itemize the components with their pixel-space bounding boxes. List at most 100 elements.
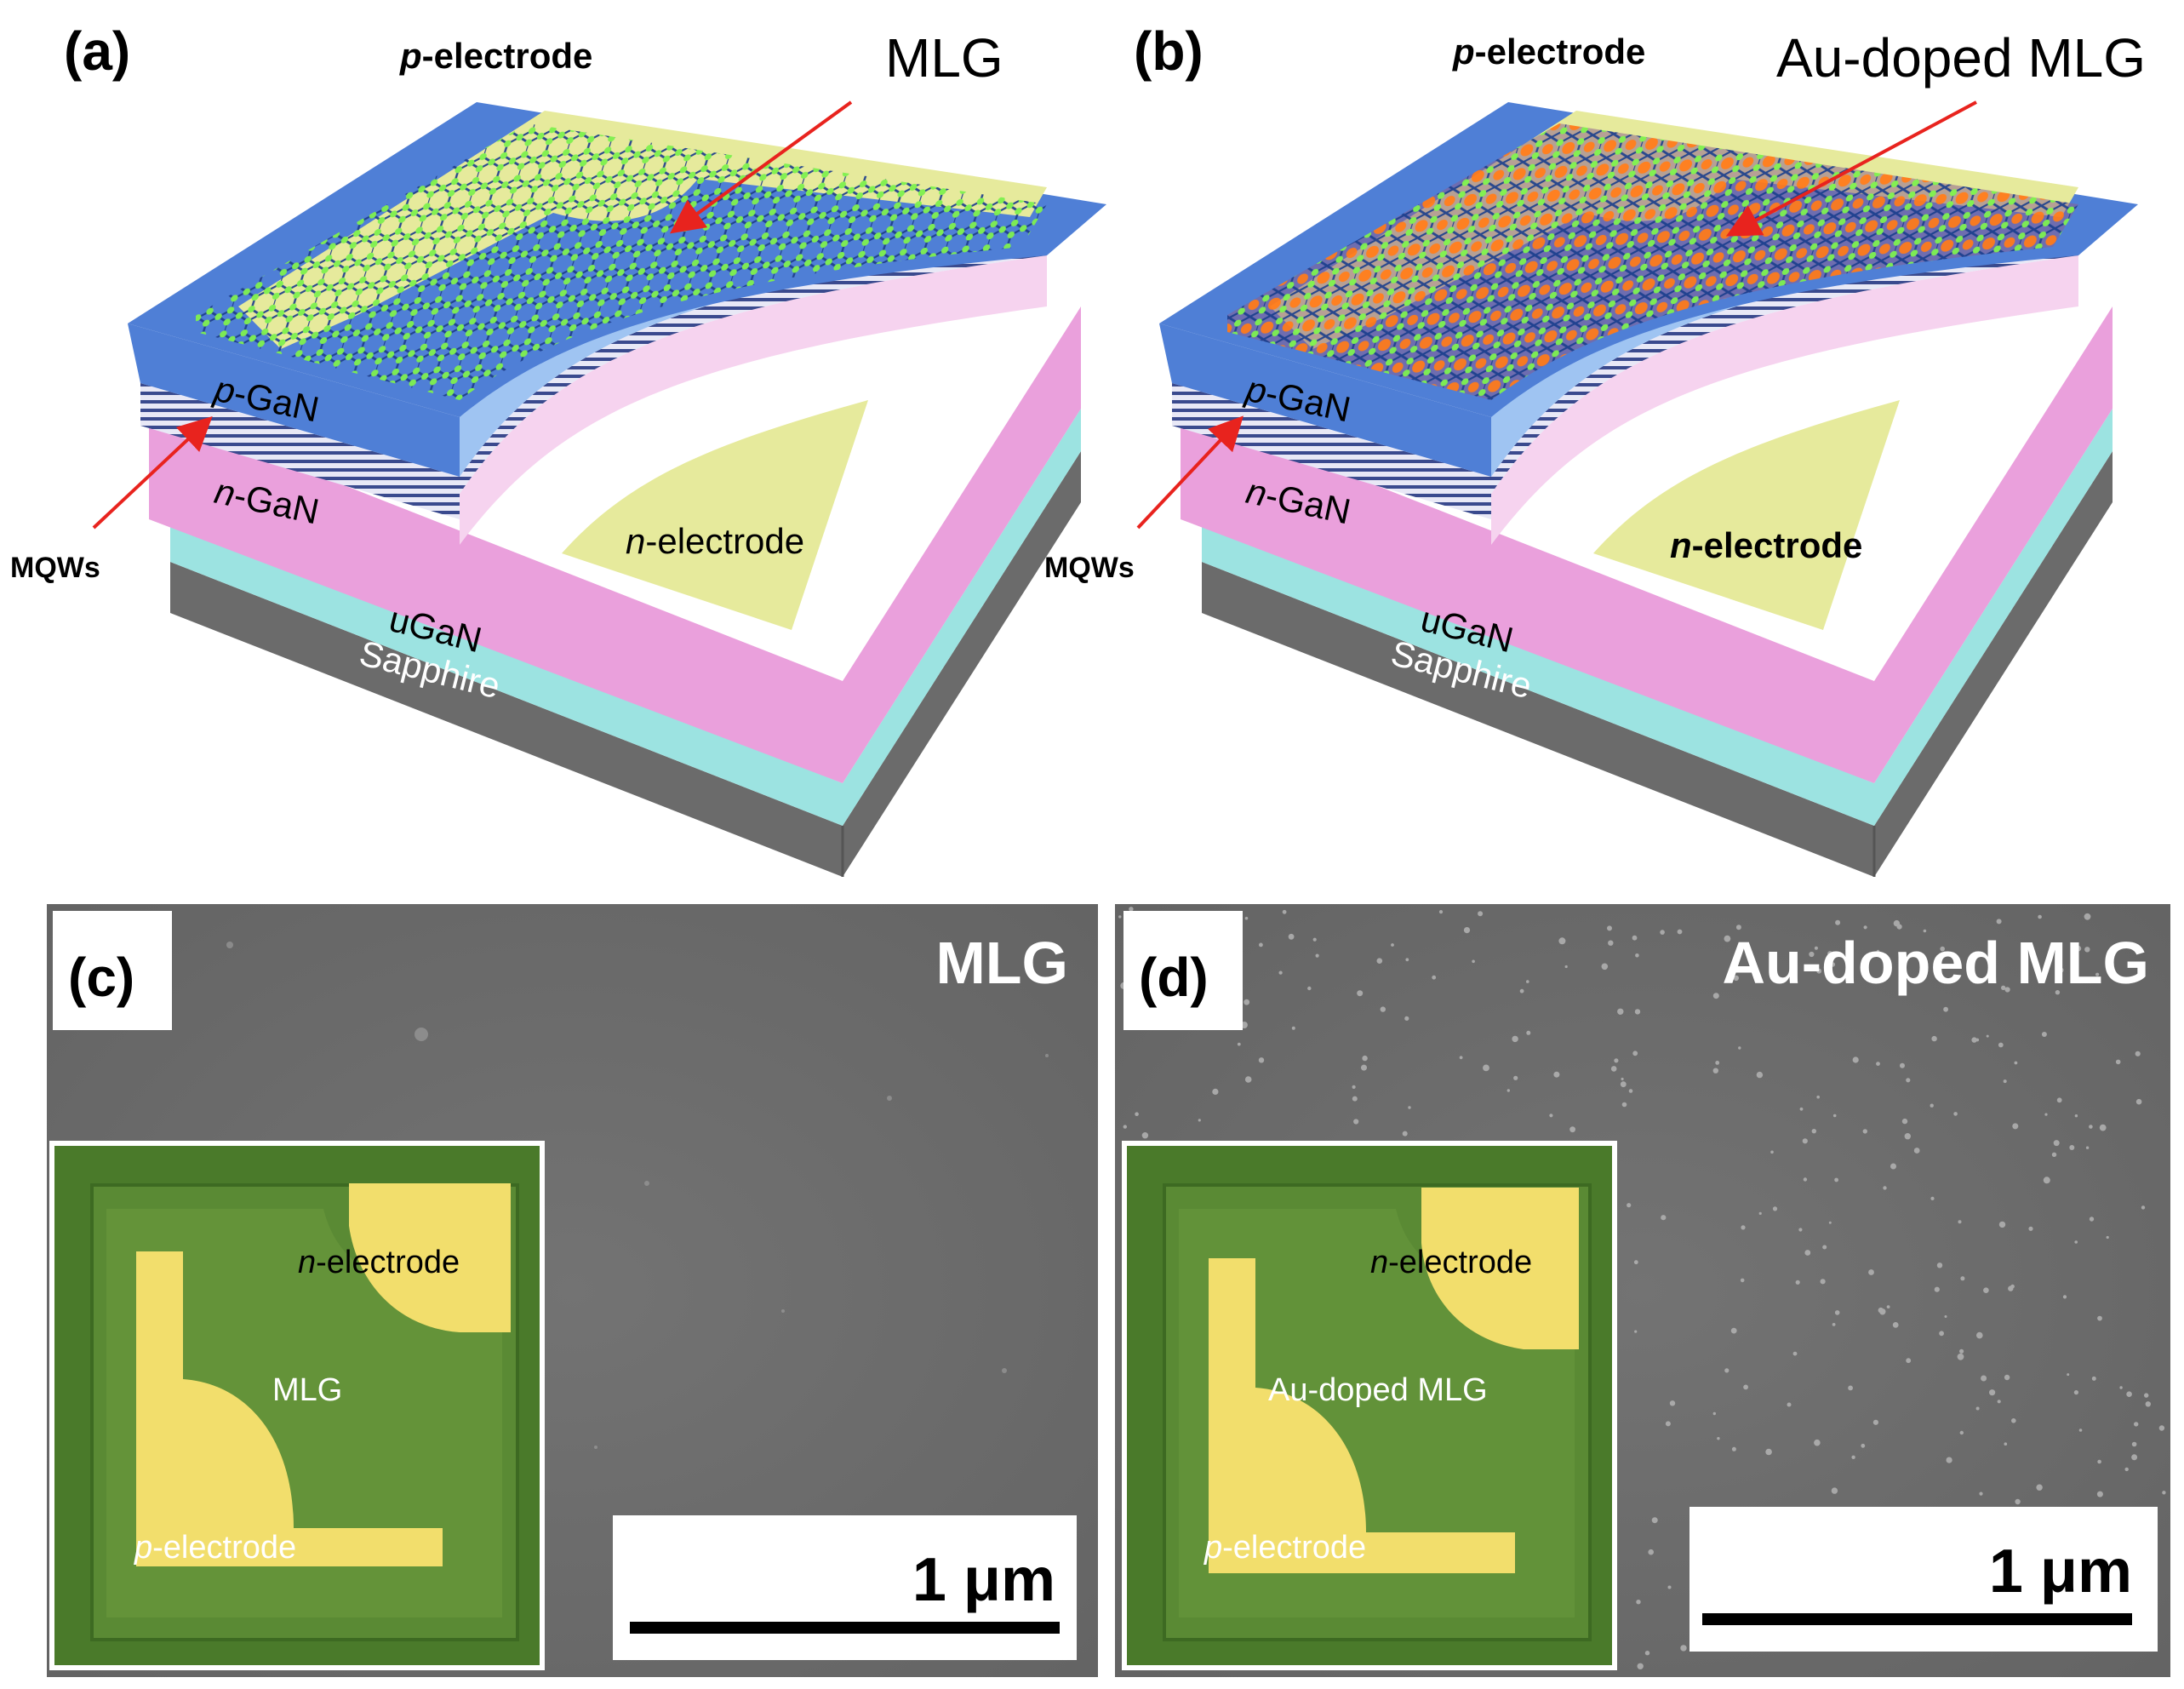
au-nanoparticle [1816, 968, 1822, 974]
graphene-mesh [196, 123, 1047, 400]
au-nanoparticle [1959, 1348, 1964, 1354]
au-nanoparticle [1904, 1133, 1911, 1140]
mqw-layer [1172, 383, 1491, 519]
au-nanoparticle [1814, 1439, 1821, 1446]
au-nanoparticle [1507, 1089, 1511, 1092]
n-electrode-pad [562, 400, 868, 630]
au-nanoparticle [1809, 951, 1815, 958]
au-nanoparticle [1827, 951, 1833, 957]
p-gan-layer [1159, 323, 1491, 477]
au-nanoparticle [1463, 927, 1471, 934]
au-nanoparticle [1834, 1310, 1840, 1315]
au-nanoparticle [1408, 1106, 1411, 1109]
au-nanoparticle [1478, 911, 1484, 917]
mesa-sidewall [460, 255, 1047, 545]
au-nanoparticle [1958, 1220, 1962, 1224]
au-nanoparticle [1741, 1225, 1746, 1230]
au-nanoparticle [2067, 1373, 2070, 1377]
au-nanoparticle [1315, 953, 1319, 958]
au-nanoparticle [1483, 1064, 1489, 1072]
au-nanoparticle [1278, 970, 1283, 975]
au-nanoparticle [1601, 963, 1609, 970]
au-nanoparticle [1212, 1088, 1219, 1095]
au-nanoparticle [1979, 1491, 1983, 1496]
au-nanoparticle [2056, 1097, 2062, 1103]
au-nanoparticle [1848, 1385, 1854, 1391]
panel-d-title: Au-doped MLG [1722, 930, 2149, 996]
au-nanoparticle [1998, 1042, 2004, 1048]
au-nanoparticle [1765, 1448, 1772, 1456]
au-nanoparticle [2069, 1145, 2075, 1150]
au-doped-graphene-mesh [1227, 123, 2078, 400]
au-nanoparticle [1402, 1131, 1408, 1136]
ugan-layer [170, 409, 1081, 826]
au-nanoparticle [1135, 1112, 1139, 1116]
au-nanoparticle [1923, 929, 1927, 933]
au-nanoparticle [1804, 1250, 1811, 1256]
au-nanoparticle [1660, 930, 1665, 935]
au-nanoparticle [2015, 1498, 2021, 1505]
inset-n-electrode-label: n-electrode [298, 1245, 460, 1280]
au-nanoparticle [2055, 990, 2061, 995]
au-nanoparticle [1717, 1437, 1720, 1440]
au-nanoparticle [2074, 1240, 2078, 1244]
au-nanoparticle [1513, 1075, 1518, 1080]
au-nanoparticle [1770, 1150, 1774, 1154]
au-nanoparticle [1459, 1056, 1463, 1060]
au-nanoparticle [1118, 915, 1122, 919]
au-nanoparticle [1141, 1132, 1149, 1139]
au-nanoparticle [2115, 1059, 2121, 1065]
au-nanoparticle [1361, 1064, 1367, 1071]
n-gan-layer [1181, 306, 2113, 783]
au-nanoparticle [1772, 1206, 1778, 1211]
au-nanoparticle [1617, 1008, 1624, 1016]
au-nanoparticle [2051, 1152, 2057, 1158]
au-nanoparticle [1376, 958, 1383, 964]
au-nanoparticle [1730, 1327, 1737, 1334]
au-nanoparticle [1632, 1051, 1638, 1056]
au-nanoparticle [1901, 954, 1906, 959]
au-nanoparticle [1758, 1211, 1762, 1215]
au-nanoparticle [1944, 1315, 1947, 1318]
panel-d-sem-image: (d) Au-doped MLG n-electrode Au-doped ML… [1115, 904, 2170, 1677]
mlg-label: MLG [885, 27, 1003, 89]
au-nanoparticle [1553, 1071, 1560, 1078]
panel-a-device-schematic: (a) p-electrode MLG p-GaN n-GaN MQWs n-e… [10, 20, 1106, 877]
au-nanoparticle [1380, 1006, 1386, 1012]
au-nanoparticle [1960, 1276, 1965, 1281]
au-nanoparticle [1637, 1663, 1644, 1670]
inset-p-electrode-label: p-electrode [134, 1530, 296, 1566]
au-nanoparticle [1832, 1323, 1836, 1326]
au-nanoparticle [2135, 1098, 2142, 1105]
panel-b-device-schematic: (b) p-electrode Au-doped MLG p-GaN n-GaN… [1044, 20, 2146, 877]
au-nanoparticle [1799, 1107, 1804, 1111]
au-nanoparticle [1834, 1177, 1839, 1182]
au-nanoparticle [1913, 1148, 1920, 1154]
au-nanoparticle [1432, 975, 1437, 980]
au-nanoparticle [2073, 1390, 2078, 1395]
au-nanoparticle [2004, 1374, 2010, 1381]
au-nanoparticle [1244, 1076, 1252, 1083]
au-nanoparticle [2012, 1123, 2019, 1130]
au-nanoparticle [2095, 972, 2100, 976]
scalebar-line [1702, 1613, 2132, 1625]
au-nanoparticle [1634, 1330, 1638, 1333]
au-nanoparticle [2162, 1491, 2166, 1495]
au-nanoparticle [1803, 1177, 1808, 1182]
p-electrode-label: p-electrode [1452, 31, 1645, 72]
au-nanoparticle [1669, 1400, 1676, 1406]
au-nanoparticle [1852, 1056, 1859, 1063]
au-nanoparticle [1876, 1062, 1880, 1066]
au-nanoparticle [1989, 1389, 1996, 1396]
au-nanoparticle [2158, 1425, 2165, 1431]
au-nanoparticle [2097, 1315, 2102, 1321]
au-nanoparticle [1981, 1375, 1987, 1382]
au-nanoparticle [1634, 1009, 1641, 1015]
au-nanoparticle [1872, 1419, 1878, 1425]
au-nanoparticle [1667, 1585, 1672, 1589]
au-nanoparticle [2053, 1140, 2060, 1147]
au-nanoparticle [2084, 913, 2091, 920]
ugan-layer [1202, 409, 2113, 826]
au-nanoparticle [1802, 1138, 1808, 1144]
au-nanoparticle [1651, 1517, 1658, 1524]
